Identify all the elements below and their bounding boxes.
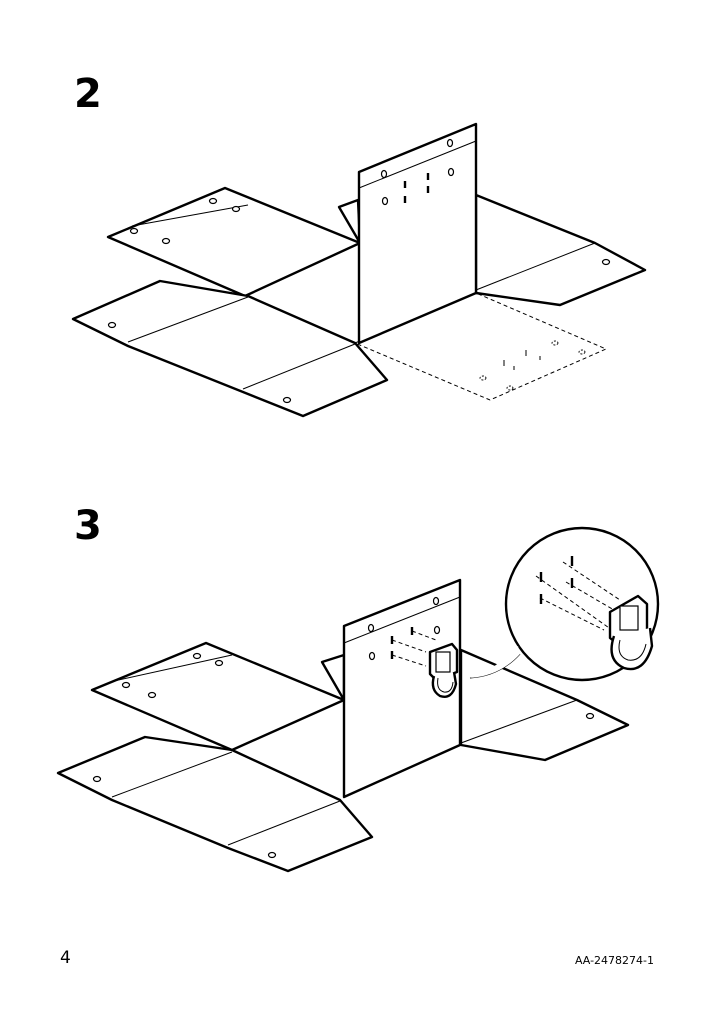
- screws: [390, 627, 437, 667]
- right-back-flap: [474, 193, 647, 307]
- left-upper-flap: [90, 641, 346, 752]
- handle-bracket: [428, 642, 459, 698]
- document-code: AA-2478274-1: [574, 954, 654, 967]
- upright-panel: [357, 122, 478, 345]
- left-upper-flap: [106, 186, 362, 298]
- step-2-number: 2: [74, 71, 102, 117]
- dashed-holes: [479, 340, 586, 391]
- left-lower-flap: [71, 279, 389, 418]
- step-2-illustration: [0, 110, 714, 420]
- step-3-illustration: [0, 510, 714, 890]
- upright-panel: [342, 578, 462, 799]
- step-3-number: 3: [74, 503, 102, 549]
- left-lower-flap: [56, 735, 374, 873]
- callout-detail: [535, 556, 654, 671]
- page-number: 4: [60, 948, 71, 968]
